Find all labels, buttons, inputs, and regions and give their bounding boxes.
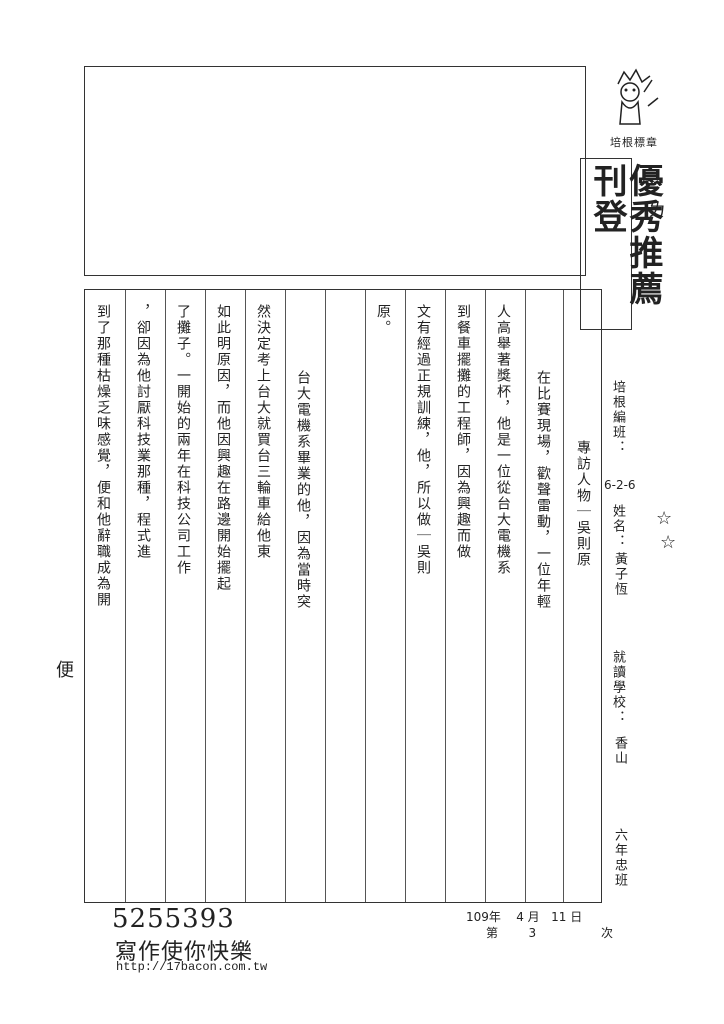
grid-line	[325, 290, 326, 902]
date-day-unit: 日	[570, 910, 583, 924]
grid-line	[485, 290, 486, 902]
school-label: 就讀學校：	[610, 650, 625, 725]
date-month-unit: 月	[527, 910, 540, 924]
page-number: 3	[528, 926, 537, 940]
class-value: 6-2-6	[604, 478, 636, 492]
essay-column: 了攤子。一開始的兩年在科技公司工作	[175, 304, 191, 576]
date-month: 4	[516, 910, 524, 924]
essay-column: 然決定考上台大就買台三輪車給他東	[255, 304, 271, 560]
grid-line	[285, 290, 286, 902]
grid-line	[445, 290, 446, 902]
grid-line	[563, 290, 564, 902]
essay-column: 原。	[375, 304, 391, 336]
date-day: 11	[551, 910, 567, 924]
essay-column: 人高舉著獎杯，他是一位從台大電機系	[495, 304, 511, 576]
grid-line	[245, 290, 246, 902]
date-row: 109年 4 月 11 日	[466, 908, 582, 925]
name-label: 姓名：	[610, 504, 625, 549]
comment-box	[84, 66, 586, 276]
award-box: 優秀推薦刊登	[580, 158, 663, 330]
essay-column: 文有經過正規訓練，他，所以做｜吳則	[415, 304, 431, 576]
award-text: 優秀推薦刊登	[587, 163, 663, 307]
side-mark: 便	[56, 660, 74, 681]
star-mark: ☆	[656, 508, 673, 529]
star-mark: ☆	[660, 532, 677, 553]
essay-column: 到了那種枯燥乏味感覺，便和他辭職成為開	[95, 304, 111, 608]
footer-slogan: 寫作使你快樂	[115, 940, 254, 965]
date-year: 109	[466, 910, 489, 924]
page-prefix: 第	[486, 926, 499, 940]
grade-value: 六年忠班	[612, 828, 627, 888]
essay-column: ，卻因為他討厭科技業那種，程式進	[135, 304, 151, 560]
grid-line	[405, 290, 406, 902]
grid-line	[205, 290, 206, 902]
essay-column: 台大電機系畢業的他，因為當時突	[295, 370, 311, 610]
class-label: 培根編班：	[610, 380, 625, 455]
school-value: 香山	[612, 736, 627, 766]
essay-column: 如此明原因，而他因興趣在路邊開始擺起	[215, 304, 231, 592]
stamp-label: 培根標章	[610, 136, 658, 149]
essay-grid: 專訪人物｜吳則原 在比賽現場，歡聲雷動，一位年輕 人高舉著獎杯，他是一位從台大電…	[84, 289, 602, 903]
footer-code: 5255393	[112, 904, 235, 934]
grid-line	[365, 290, 366, 902]
essay-column: 到餐車擺攤的工程師，因為興趣而做	[455, 304, 471, 560]
page-suffix: 次	[601, 926, 614, 940]
essay-column: 在比賽現場，歡聲雷動，一位年輕	[535, 370, 551, 610]
grid-line	[525, 290, 526, 902]
grid-line	[125, 290, 126, 902]
grid-line	[165, 290, 166, 902]
page-row: 第 3 次	[486, 924, 613, 941]
corner-mark: ㄌ	[648, 200, 666, 221]
date-year-unit: 年	[488, 910, 501, 924]
name-value: 黃子恆	[612, 552, 627, 597]
essay-column: 專訪人物｜吳則原	[575, 440, 591, 568]
footer-url: http://17bacon.com.tw	[116, 960, 268, 974]
mascot-stamp-icon	[617, 68, 659, 125]
